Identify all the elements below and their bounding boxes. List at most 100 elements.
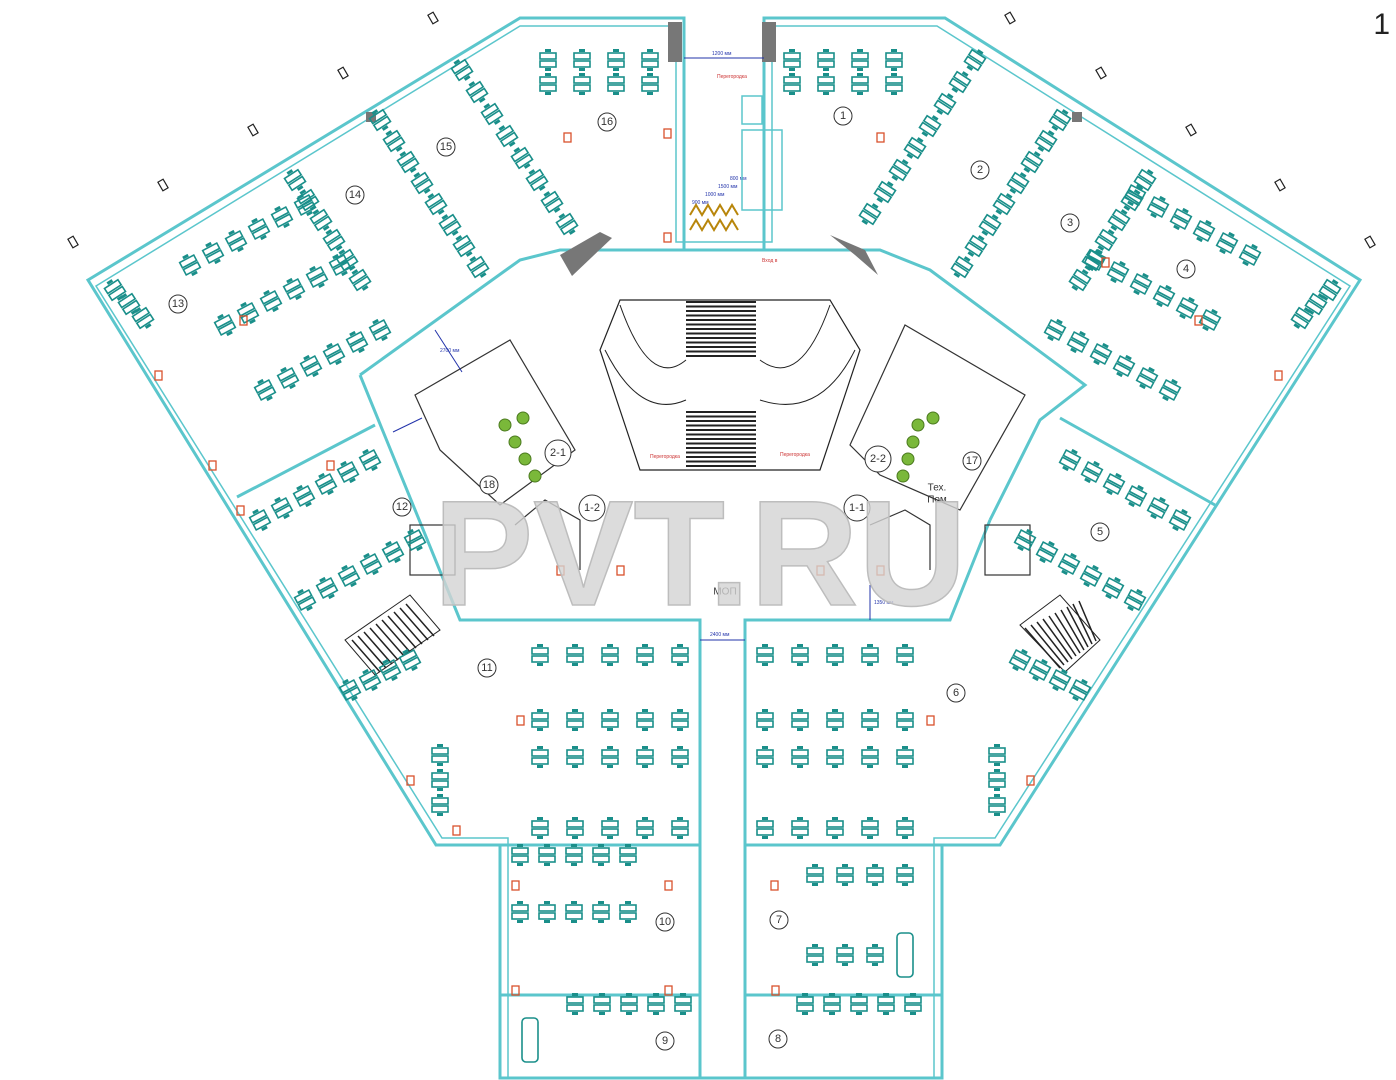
room-label-circle xyxy=(544,439,572,467)
desk-pair xyxy=(1089,342,1113,366)
marker xyxy=(1194,315,1203,326)
desk-pair xyxy=(671,746,689,768)
desk-pair xyxy=(1020,150,1044,174)
desk-pair xyxy=(328,253,352,277)
dimension-label: 1500 мм xyxy=(718,184,738,190)
desk-pair xyxy=(1304,292,1328,316)
desk-pair xyxy=(783,49,801,71)
room-label: 10 xyxy=(659,916,671,928)
desk-pair xyxy=(647,993,665,1015)
room-label-circle xyxy=(578,494,606,522)
marker xyxy=(208,460,217,471)
desk-pair xyxy=(756,709,774,731)
marker xyxy=(876,132,885,143)
plant xyxy=(518,452,532,466)
desk-pair xyxy=(531,817,549,839)
perimeter-post xyxy=(67,235,79,249)
stair-flight xyxy=(686,301,756,357)
desk-pair xyxy=(826,709,844,731)
room-label: 14 xyxy=(349,189,361,201)
desk-pair xyxy=(1146,496,1170,520)
room-label-circle xyxy=(477,658,497,678)
desk-pair xyxy=(348,268,372,292)
room-label-circle xyxy=(833,106,853,126)
conference-table xyxy=(521,1017,539,1063)
desk-pair xyxy=(315,576,339,600)
desk-pair xyxy=(903,136,927,160)
desk-pair xyxy=(826,644,844,666)
marker xyxy=(770,880,779,891)
marker xyxy=(926,715,935,726)
note-label: Вход в xyxy=(762,258,778,264)
perimeter-post xyxy=(247,123,259,137)
desk-pair xyxy=(636,817,654,839)
desk-pair xyxy=(1068,268,1092,292)
conference-table xyxy=(896,932,914,978)
desk-pair xyxy=(671,644,689,666)
note-label: Перегородка xyxy=(650,454,680,460)
desk-pair xyxy=(756,817,774,839)
desk-pair xyxy=(918,114,942,138)
desk-pair xyxy=(796,993,814,1015)
note-label: Перегородка xyxy=(780,452,810,458)
desk-pair xyxy=(851,73,869,95)
desk-pair xyxy=(396,150,420,174)
desk-pair xyxy=(270,496,294,520)
desk-pair xyxy=(511,901,529,923)
desk-pair xyxy=(1066,330,1090,354)
room-label: 2 xyxy=(977,164,983,176)
tech-room-label: Пом xyxy=(927,495,947,506)
desk-pair xyxy=(270,205,294,229)
perimeter-post xyxy=(1095,66,1107,80)
plant xyxy=(508,435,522,449)
desk-pair xyxy=(593,993,611,1015)
desk-pair xyxy=(381,540,405,564)
desk-pair xyxy=(565,901,583,923)
desk-pair xyxy=(1175,296,1199,320)
desk-pair xyxy=(1102,472,1126,496)
plant xyxy=(528,469,542,483)
desk-pair xyxy=(1043,318,1067,342)
desk-pair xyxy=(1112,354,1136,378)
desk-pair xyxy=(888,158,912,182)
perimeter-posts xyxy=(67,11,1376,249)
desk-pair xyxy=(495,124,519,148)
desk-pair xyxy=(1106,260,1130,284)
desk-pair xyxy=(1123,588,1147,612)
desk-pair xyxy=(510,146,534,170)
desk-pair xyxy=(858,202,882,226)
desk-pair xyxy=(851,49,869,71)
dimension-label: 1000 мм xyxy=(705,192,725,198)
marker xyxy=(616,565,625,576)
desk-pair xyxy=(601,644,619,666)
desk-pair xyxy=(566,644,584,666)
desk-pair xyxy=(565,844,583,866)
room-label: 2-2 xyxy=(870,453,886,465)
desk-pair xyxy=(1094,228,1118,252)
desk-pair xyxy=(368,108,392,132)
side-staircase-right xyxy=(1019,594,1101,673)
desk-pair xyxy=(674,993,692,1015)
red-markers xyxy=(154,128,1283,996)
desk-pair xyxy=(322,342,346,366)
desk-pair xyxy=(276,366,300,390)
room-label-circle xyxy=(769,910,789,930)
desk-pair xyxy=(861,817,879,839)
desk-pair xyxy=(1080,460,1104,484)
desk-pair xyxy=(322,228,346,252)
plant xyxy=(901,452,915,466)
room-label: 17 xyxy=(966,455,978,467)
room-label-circle xyxy=(655,1031,675,1051)
desk-pair xyxy=(641,73,659,95)
marker xyxy=(664,985,673,996)
room-label: 6 xyxy=(953,687,959,699)
desk-pair xyxy=(337,564,361,588)
desk-pair xyxy=(850,993,868,1015)
desk-pair xyxy=(1068,678,1092,702)
desk-pair xyxy=(1028,658,1052,682)
plant xyxy=(896,469,910,483)
desk-pair xyxy=(1107,208,1131,232)
desk-pair xyxy=(978,213,1002,237)
perimeter-post xyxy=(337,66,349,80)
